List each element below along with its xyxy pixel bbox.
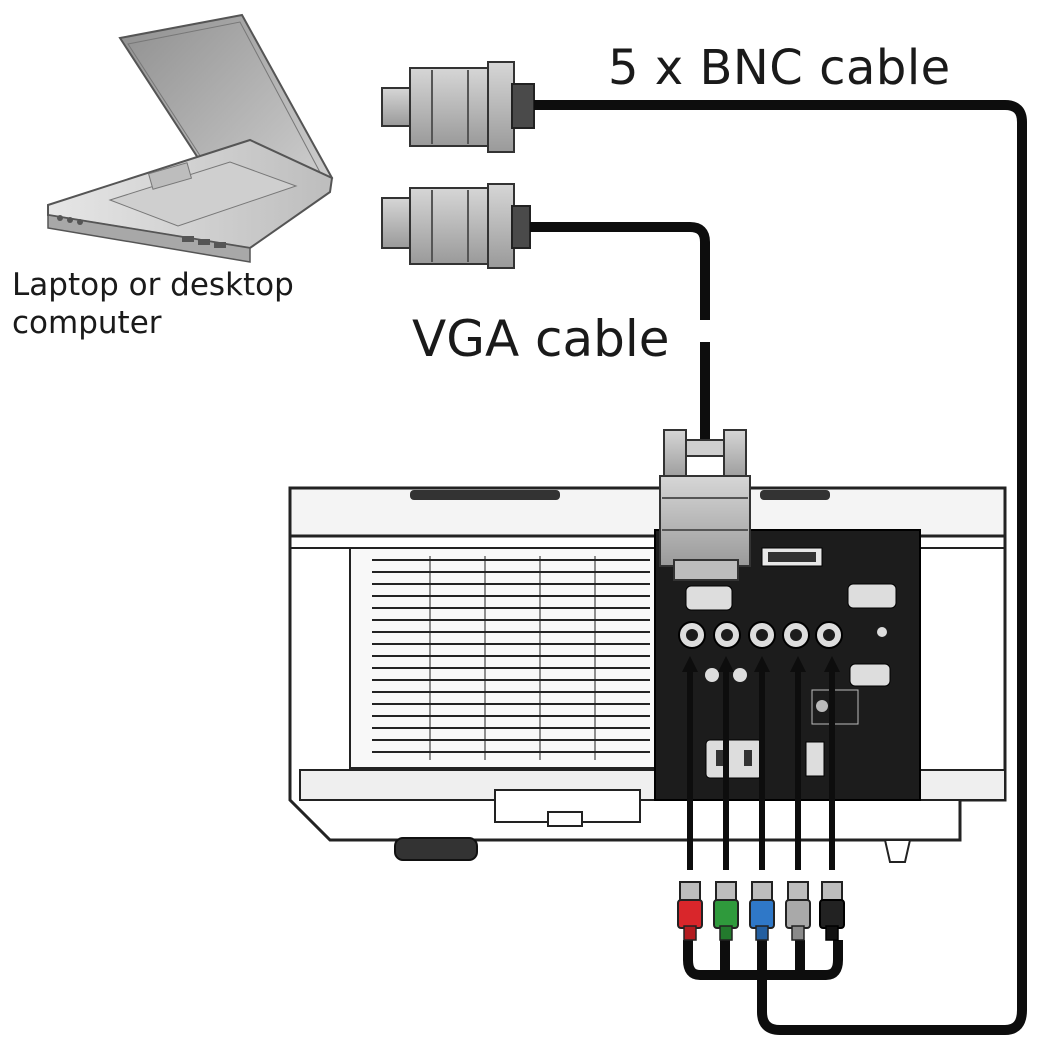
bnc-cable-label: 5 x BNC cable — [608, 40, 951, 96]
computer-label-line1: Laptop or desktop — [12, 267, 294, 303]
vga-connector-laptop — [381, 183, 531, 269]
vga-cable — [530, 222, 720, 440]
vga-connector-top — [381, 61, 535, 153]
bnc-plug-red — [677, 881, 703, 941]
bnc-cable — [534, 100, 1027, 1035]
bnc-plug-gray — [785, 881, 811, 941]
bnc-leads — [687, 670, 835, 870]
bnc-arrows — [682, 656, 840, 672]
bnc-plug-green — [713, 881, 739, 941]
projector-icon — [288, 486, 1007, 863]
laptop-icon — [47, 13, 334, 263]
vga-connector-projector — [659, 429, 751, 581]
bnc-plug-blue — [749, 881, 775, 941]
vent-grille — [372, 556, 650, 760]
bnc-plug-black — [819, 881, 845, 941]
vga-cable-label: VGA cable — [412, 310, 670, 368]
computer-label-line2: computer — [12, 305, 162, 341]
io-panel-ports — [678, 547, 897, 779]
